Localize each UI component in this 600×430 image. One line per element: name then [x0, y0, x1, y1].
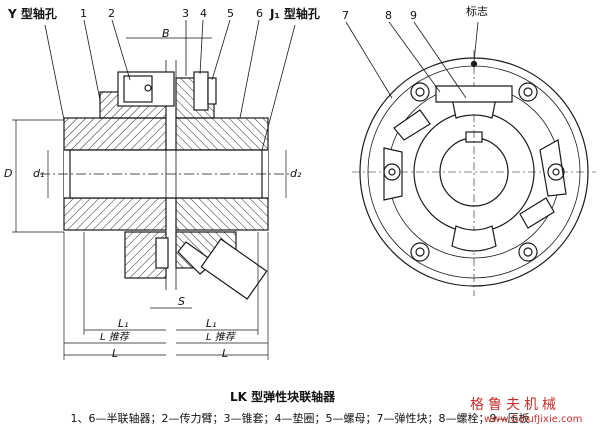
elastic-block-left — [383, 147, 403, 201]
section-view — [40, 60, 290, 300]
dimension-lines — [12, 37, 287, 360]
dim-L1-right: L₁ — [206, 317, 217, 330]
leader-lines — [44, 19, 296, 151]
diagram-caption: LK 型弹性块联轴器 — [230, 390, 336, 404]
part-number-3: 3 — [182, 7, 189, 20]
part-number-2: 2 — [108, 7, 115, 20]
part-number-8: 8 — [385, 9, 392, 22]
end-view-leaders — [345, 21, 479, 99]
j1-type-hole-label: J₁ 型轴孔 — [270, 7, 320, 21]
part-number-5: 5 — [227, 7, 234, 20]
dim-L-right: L — [222, 347, 229, 360]
part-number-9: 9 — [410, 9, 417, 22]
part-number-1: 1 — [80, 7, 87, 20]
end-view — [352, 50, 596, 296]
watermark-url: www.GolufJixie.com — [484, 414, 583, 425]
dim-D: D — [4, 167, 13, 180]
elastic-block-bottom — [451, 225, 497, 252]
elastic-block-right — [539, 139, 567, 197]
grease-cup — [200, 238, 268, 300]
dim-Lrec-right: L 推荐 — [206, 332, 235, 343]
parts-legend: 1、6—半联轴器；2—传力臂；3—锥套；4—垫圈；5—螺母；7—弹性块；8—螺栓… — [70, 412, 530, 425]
dim-L1-left: L₁ — [118, 317, 129, 330]
mark-label: 标志 — [466, 5, 488, 18]
part-number-4: 4 — [200, 7, 207, 20]
dim-S: S — [178, 295, 185, 308]
part-number-6: 6 — [256, 7, 263, 20]
dim-d1: d₁ — [33, 167, 45, 180]
dim-Lrec-left: L 推荐 — [100, 332, 129, 343]
dim-B: B — [162, 27, 170, 40]
dim-L-left: L — [112, 347, 119, 360]
part-number-7: 7 — [342, 9, 349, 22]
mark-dot — [470, 60, 478, 68]
watermark-logo: 格鲁夫机械 — [470, 397, 560, 413]
bolt-ring — [383, 82, 565, 262]
dim-d2: d₂ — [290, 167, 302, 180]
y-type-hole-label: Y 型轴孔 — [8, 7, 57, 21]
pressure-plate — [435, 85, 513, 103]
